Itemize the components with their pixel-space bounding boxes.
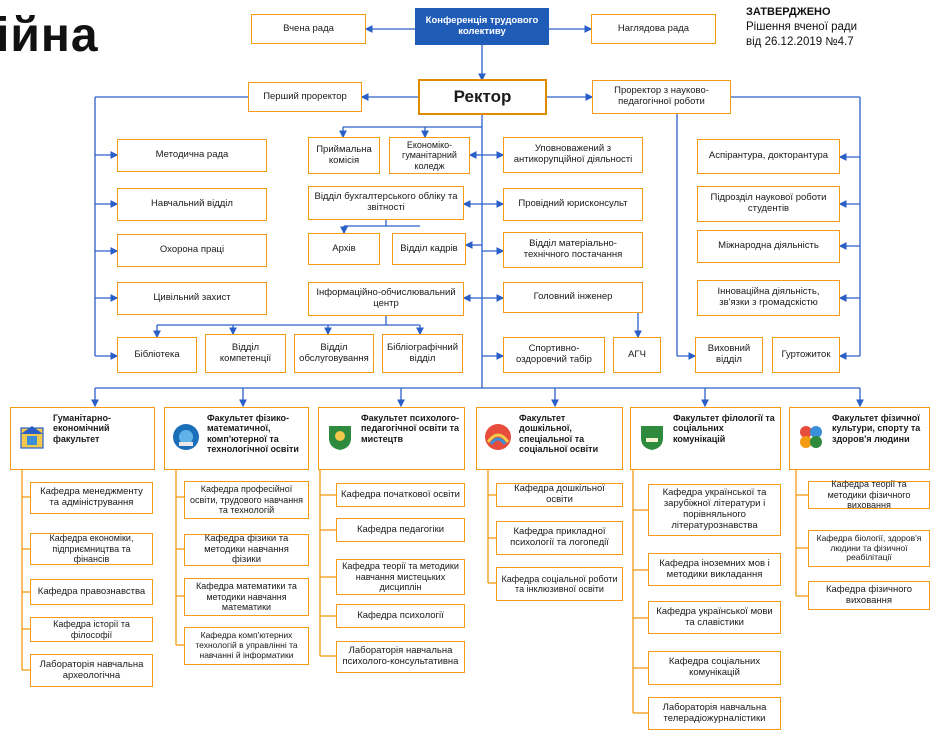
department-box: Кафедра біології, здоров'я людини та фіз… [808,530,930,567]
department-box: Кафедра соціальної роботи та інклюзивної… [496,567,623,601]
department-box: Кафедра математики та методики навчання … [184,578,309,616]
right-unit: Аспірантура, докторантура [697,139,840,174]
faculty-card: Факультет філології та соціальних комуні… [630,407,781,470]
department-box: Кафедра фізичного виховання [808,581,930,610]
faculty-emblem-icon [485,424,511,450]
approval-date: від 26.12.2019 №4.7 [746,36,854,49]
department-box: Кафедра української мови та славістики [648,601,781,634]
rector: Ректор [418,79,547,115]
faculty-card: Факультет фізико-математичної, комп'ютер… [164,407,309,470]
faculty-emblem-icon [329,426,351,450]
agch-unit: АГЧ [613,337,661,373]
research-prorector: Проректор з науково-педагогічної роботи [592,80,731,114]
faculty-card: Факультет дошкільної, спеціальної та соц… [476,407,623,470]
competence-department: Відділ компетенції [205,334,286,373]
right-unit: Інноваційна діяльність, зв'язки з громад… [697,280,840,316]
department-box: Лабораторія навчальна археологічна [30,654,153,687]
department-box: Кафедра комп'ютерних технологій в управл… [184,627,309,665]
first-prorector: Перший проректор [248,82,362,112]
faculty-name: Факультет дошкільної, спеціальної та соц… [519,413,599,455]
economic-college: Економіко-гуманітарний коледж [389,137,470,174]
faculty-emblem-icon [641,426,663,450]
faculty-emblem-icon [800,426,822,448]
hr-department: Відділ кадрів [392,233,466,265]
right-unit: Підрозділ наукової роботи студентів [697,186,840,222]
department-box: Кафедра педагогіки [336,518,465,542]
faculty-card: Факультет психолого-педагогічної освіти … [318,407,465,470]
department-box: Кафедра теорії та методики навчання мист… [336,559,465,595]
approval-label: ЗАТВЕРДЖЕНО [746,6,831,18]
department-box: Кафедра правознавства [30,579,153,605]
lead-lawyer: Провідний юрисконсульт [503,188,643,221]
left-unit: Цивільний захист [117,282,267,315]
logistics-department: Відділ матеріально-технічного постачання [503,232,643,268]
admissions-committee: Приймальна комісія [308,137,380,174]
academic-council: Вчена рада [251,14,366,44]
approval-decision: Рішення вченої ради [746,20,858,33]
faculty-name: Факультет психолого-педагогічної освіти … [361,413,459,444]
service-department: Відділ обслуговування [294,334,374,373]
approval-note: ЗАТВЕРДЖЕНО Рішення вченої ради від 26.1… [746,5,857,51]
department-box: Кафедра фізики та методики навчання фізи… [184,533,309,566]
library: Бібліотека [117,337,197,373]
right-unit: Міжнародна діяльність [697,230,840,263]
faculty-name: Факультет фізико-математичної, комп'ютер… [207,413,299,455]
faculty-emblem-icon [173,424,199,450]
dormitory: Гуртожиток [772,337,840,373]
department-box: Кафедра теорії та методики фізичного вих… [808,479,930,510]
faculty-emblem-icon [20,426,44,449]
left-unit: Навчальний відділ [117,188,267,221]
faculty-name: Факультет філології та соціальних комуні… [673,413,775,444]
department-box: Кафедра менеджменту та адміністрування [30,482,153,514]
archive: Архів [308,233,380,265]
anticorruption-officer: Уповноважений з антикорупційної діяльнос… [503,137,643,173]
department-box: Кафедра економіки, підприємництва та фін… [30,533,153,565]
department-box: Кафедра іноземних мов і методики виклада… [648,553,781,586]
department-box: Лабораторія навчальна психолого-консульт… [336,641,465,673]
chief-engineer: Головний інженер [503,282,643,313]
department-box: Кафедра психології [336,604,465,628]
education-department: Виховний відділ [695,337,763,373]
sports-camp: Спортивно-оздоровчий табір [503,337,605,373]
department-box: Кафедра прикладної психології та логопед… [496,521,623,555]
supervisory-board: Наглядова рада [591,14,716,44]
department-box: Кафедра соціальних комунікацій [648,651,781,685]
left-unit: Методична рада [117,139,267,172]
department-box: Кафедра історії та філософії [30,617,153,642]
department-box: Кафедра дошкільної освіти [496,483,623,507]
it-center: Інформаційно-обчислювальний центр [308,282,464,316]
bibliographic-department: Бібліографічний відділ [382,334,463,373]
faculty-card: Гуманітарно-економічний факультет [10,407,155,470]
department-box: Кафедра української та зарубіжної літера… [648,484,781,536]
labor-conference: Конференція трудового колективу [415,8,549,45]
faculty-name: Факультет фізичної культури, спорту та з… [832,413,921,444]
department-box: Лабораторія навчальна телерадіожурналіст… [648,697,781,730]
faculty-name: Гуманітарно-економічний факультет [53,413,111,444]
faculty-card: Факультет фізичної культури, спорту та з… [789,407,930,470]
left-unit: Охорона праці [117,234,267,267]
department-box: Кафедра початкової освіти [336,483,465,507]
department-box: Кафедра професійної освіти, трудового на… [184,481,309,519]
accounting-department: Відділ бухгалтерського обліку та звітнос… [308,186,464,220]
page-title: ійна [0,9,99,62]
